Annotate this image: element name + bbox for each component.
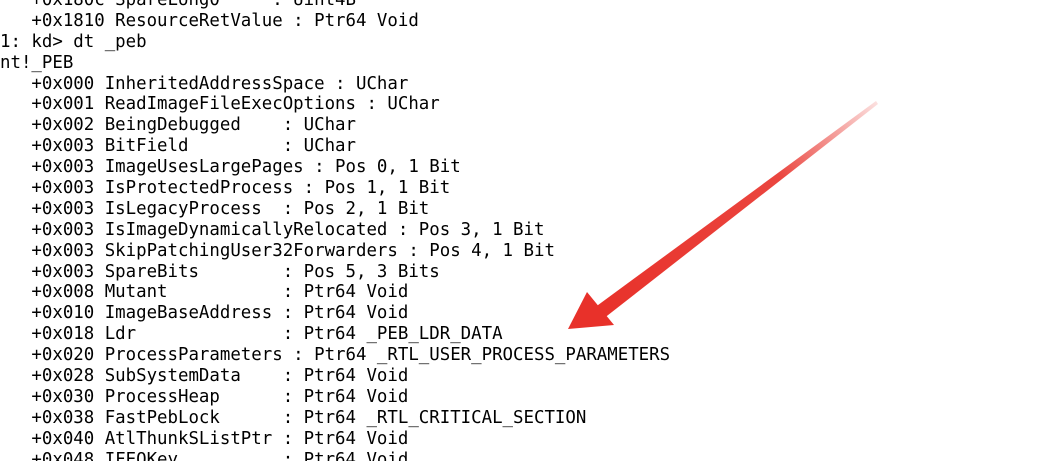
output-line: +0x003 IsProtectedProcess : Pos 1, 1 Bit [0, 178, 451, 199]
output-line: +0x003 ImageUsesLargePages : Pos 0, 1 Bi… [0, 157, 461, 178]
output-line: +0x001 ReadImageFileExecOptions : UChar [0, 94, 440, 115]
output-line: +0x003 IsLegacyProcess : Pos 2, 1 Bit [0, 198, 430, 219]
output-line: +0x048 IFEOKey : Ptr64 Void [0, 449, 409, 461]
output-line: +0x040 AtlThunkSListPtr : Ptr64 Void [0, 428, 409, 449]
output-line: +0x028 SubSystemData : Ptr64 Void [0, 366, 409, 387]
output-lines: +0x180c SpareLong0 : Uint4B +0x1810 Reso… [0, 0, 670, 461]
output-line: +0x003 SkipPatchingUser32Forwarders : Po… [0, 240, 555, 261]
output-line: +0x010 ImageBaseAddress : Ptr64 Void [0, 303, 409, 324]
output-line: +0x038 FastPebLock : Ptr64 _RTL_CRITICAL… [0, 407, 587, 428]
output-line: +0x008 Mutant : Ptr64 Void [0, 282, 409, 303]
output-line: +0x003 BitField : UChar [0, 136, 356, 157]
output-line: +0x030 ProcessHeap : Ptr64 Void [0, 386, 409, 407]
output-line: +0x000 InheritedAddressSpace : UChar [0, 73, 409, 94]
output-line: 1: kd> dt _peb [0, 31, 147, 52]
output-line: nt!_PEB [0, 52, 74, 73]
output-line: +0x1810 ResourceRetValue : Ptr64 Void [0, 10, 419, 31]
output-line: +0x018 Ldr : Ptr64 _PEB_LDR_DATA [0, 324, 503, 345]
output-line: +0x020 ProcessParameters : Ptr64 _RTL_US… [0, 345, 671, 366]
output-line: +0x003 IsImageDynamicallyRelocated : Pos… [0, 219, 545, 240]
output-line: +0x002 BeingDebugged : UChar [0, 115, 356, 136]
output-line: +0x003 SpareBits : Pos 5, 3 Bits [0, 261, 440, 282]
output-line: +0x180c SpareLong0 : Uint4B [0, 0, 356, 10]
